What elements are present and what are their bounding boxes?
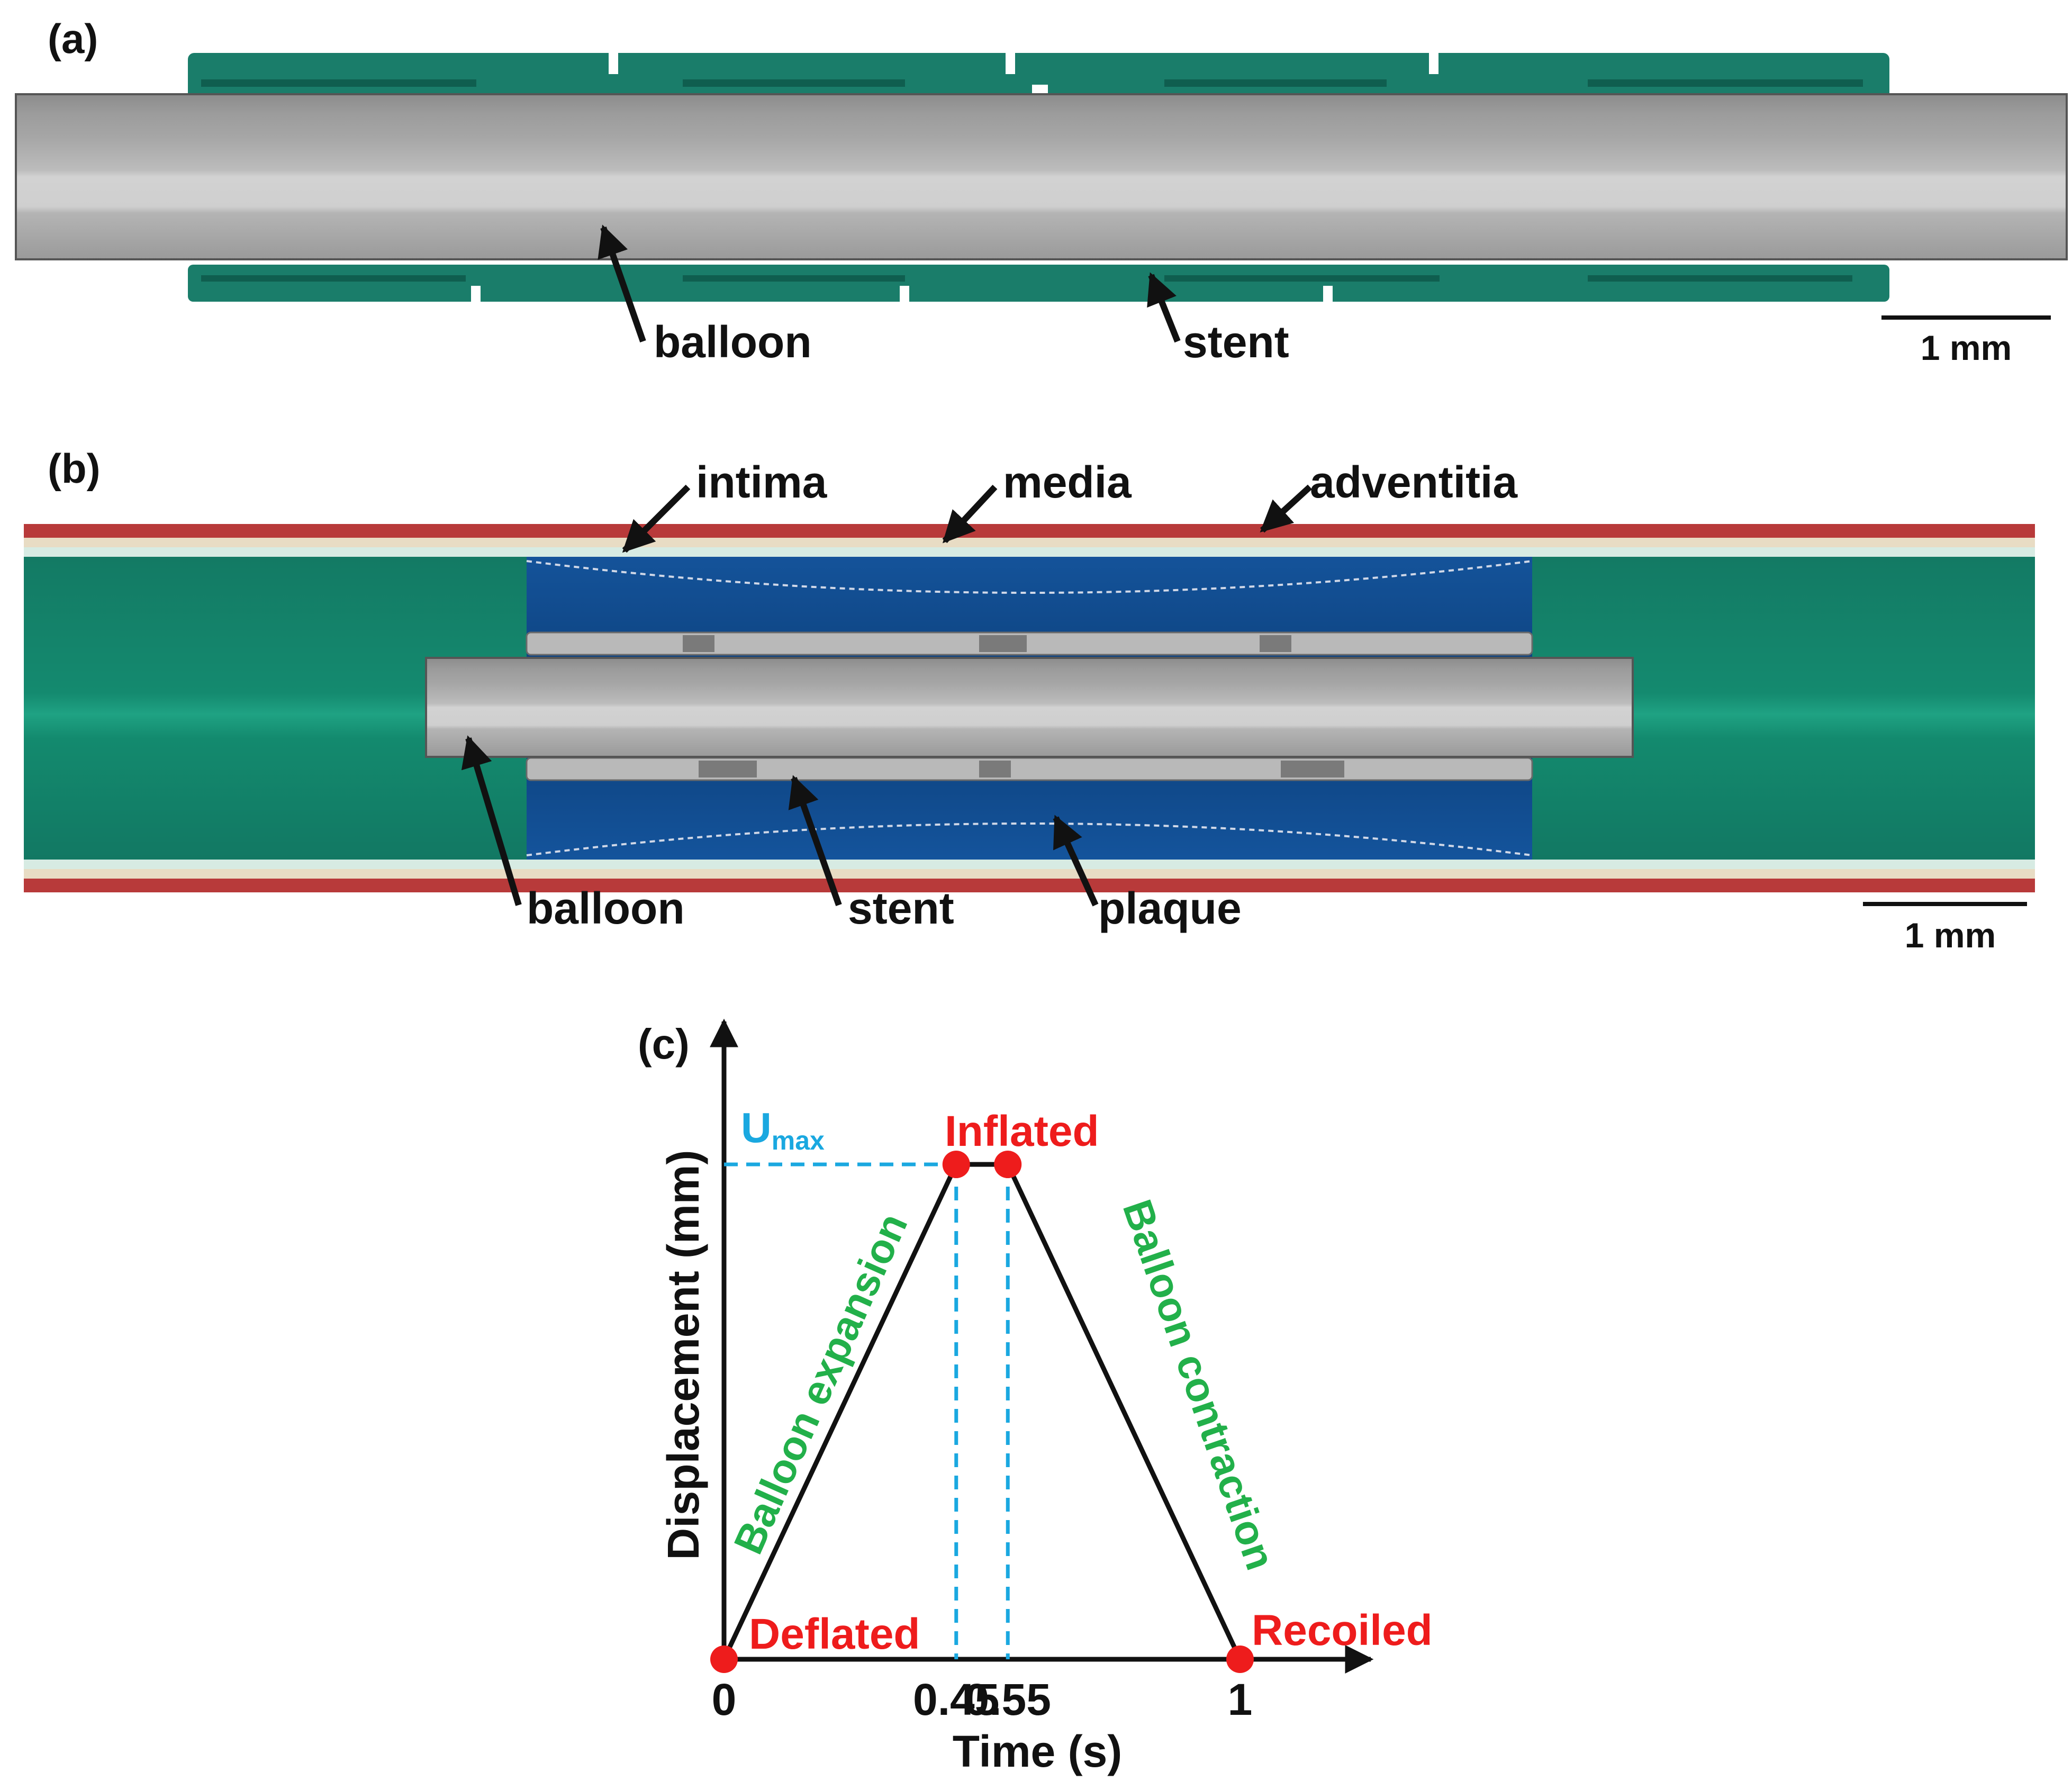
recoiled-label: Recoiled bbox=[1252, 1606, 1433, 1655]
panel-b-tag: (b) bbox=[48, 445, 101, 492]
stent-b-top bbox=[526, 631, 1533, 656]
adventitia-top bbox=[24, 524, 2035, 538]
stent-b-struts bbox=[683, 635, 1344, 778]
media-bottom bbox=[24, 869, 2035, 879]
x-tick-label: 0 bbox=[712, 1675, 737, 1724]
vessel-wall-top bbox=[24, 524, 2035, 557]
adventitia-bottom bbox=[24, 879, 2035, 892]
media-arrow bbox=[942, 484, 998, 544]
inflated-label: Inflated bbox=[945, 1107, 1099, 1155]
stent-a-label: stent bbox=[1183, 317, 1289, 367]
panel-a: (a) bbox=[15, 15, 2068, 367]
balloon-a-arrow bbox=[598, 224, 646, 342]
x-tick-label: 1 bbox=[1228, 1675, 1253, 1724]
stent-top-gaps bbox=[609, 53, 1438, 100]
plaque-arrow bbox=[1053, 815, 1099, 907]
intima-label: intima bbox=[696, 457, 828, 507]
adventitia-arrow bbox=[1260, 484, 1313, 533]
adventitia-label: adventitia bbox=[1310, 457, 1518, 507]
x-tick-label: 0.45 bbox=[913, 1675, 1000, 1724]
umax-sub: max bbox=[772, 1126, 825, 1155]
stent-b-label: stent bbox=[848, 883, 954, 933]
panel-c-chart: (c) Time (s) Displacement (mm) Umax 0 0.4… bbox=[638, 1018, 1433, 1776]
plaque-label: plaque bbox=[1098, 883, 1242, 933]
balloon-b-label: balloon bbox=[527, 883, 685, 933]
state-point bbox=[710, 1646, 738, 1673]
balloon-b-arrow bbox=[461, 735, 522, 906]
panel-c-tag: (c) bbox=[638, 1020, 690, 1068]
scale-bar-a-label: 1 mm bbox=[1921, 328, 2012, 367]
intima-top bbox=[24, 547, 2035, 557]
media-top bbox=[24, 538, 2035, 547]
media-label: media bbox=[1003, 457, 1132, 507]
stent-bottom-body bbox=[188, 265, 1889, 302]
stent-top-struts bbox=[201, 79, 1863, 87]
vessel-wall-bottom bbox=[24, 860, 2035, 892]
intima-arrow bbox=[622, 484, 691, 553]
stent-b-bottom bbox=[526, 757, 1533, 781]
panel-b: (b) bbox=[24, 445, 2035, 955]
intima-bottom bbox=[24, 860, 2035, 869]
deflated-label: Deflated bbox=[749, 1610, 920, 1658]
y-axis-label: Displacement (mm) bbox=[658, 1150, 708, 1560]
balloon-b bbox=[425, 657, 1634, 758]
state-point bbox=[1226, 1646, 1254, 1673]
stent-b-arrow bbox=[788, 775, 842, 907]
chart-marks: 0 0.450.55 1 bbox=[710, 1151, 1254, 1724]
state-point bbox=[942, 1151, 970, 1178]
displacement-curve bbox=[721, 1162, 1243, 1660]
stent-bottom-gaps bbox=[471, 286, 1333, 302]
stent-bottom-struts bbox=[201, 275, 1852, 282]
x-axis-label: Time (s) bbox=[953, 1726, 1123, 1776]
umax-label: Umax bbox=[741, 1104, 825, 1155]
contraction-label: Balloon contraction bbox=[1114, 1194, 1284, 1576]
scale-bar-b-label: 1 mm bbox=[1905, 916, 1996, 955]
scale-bar-a: 1 mm bbox=[1881, 315, 2051, 367]
stent-a-arrow bbox=[1147, 272, 1181, 343]
plaque-bottom-contour bbox=[526, 822, 1533, 856]
expansion-label: Balloon expansion bbox=[725, 1206, 916, 1560]
stent-top bbox=[188, 53, 1889, 100]
panel-a-tag: (a) bbox=[48, 15, 98, 62]
stent-b bbox=[526, 631, 1533, 781]
umax-main: U bbox=[741, 1104, 772, 1151]
balloon-a bbox=[15, 93, 2068, 260]
state-point bbox=[994, 1151, 1022, 1178]
balloon-a-label: balloon bbox=[654, 317, 812, 367]
stent-bottom bbox=[188, 265, 1889, 302]
plaque-top-contour bbox=[526, 560, 1533, 594]
x-tick-label: 0.55 bbox=[965, 1675, 1052, 1724]
scale-bar-b: 1 mm bbox=[1863, 902, 2027, 955]
